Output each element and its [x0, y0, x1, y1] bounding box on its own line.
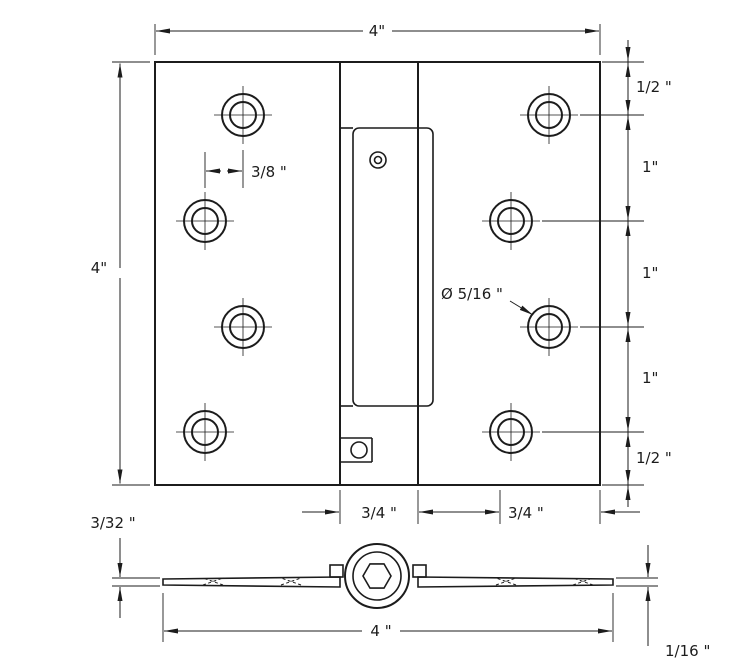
dim-label-top-width: 4" — [369, 22, 385, 40]
dim-right-chain: 1/2 " 1" 1" 1" 1/2 " — [542, 40, 672, 507]
dim-label-bottom-left: 3/4 " — [361, 504, 397, 522]
barrel-inner — [352, 551, 402, 601]
dim-label-spacing-1: 1" — [642, 158, 658, 176]
hinge-plan-view — [154, 61, 601, 486]
dim-tip-thickness: 1/16 " — [616, 545, 710, 660]
screw-hole — [176, 192, 234, 250]
dim-label-spacing-3: 1" — [642, 369, 658, 387]
tension-pin-hole — [369, 151, 387, 169]
screw-hole — [520, 86, 578, 144]
right-leaf-edge — [417, 576, 614, 588]
dim-label-hole-diameter: Ø 5/16 " — [441, 285, 503, 303]
dim-label-side-width: 4 " — [370, 622, 391, 640]
label-hole-diameter: Ø 5/16 " — [441, 285, 534, 316]
hinge-outline — [154, 61, 601, 486]
dim-label-hole-offset: 3/8 " — [251, 163, 287, 181]
dim-label-spacing-0: 1/2 " — [636, 78, 672, 96]
screw-hole — [214, 86, 272, 144]
dim-label-spacing-4: 1/2 " — [636, 449, 672, 467]
dim-label-left-height: 4" — [91, 259, 107, 277]
screw-hole — [482, 192, 540, 250]
dim-label-bottom-right: 3/4 " — [508, 504, 544, 522]
spring-channel — [340, 127, 434, 463]
dim-top-width: 4" — [154, 22, 601, 55]
dim-left-height: 4" — [91, 61, 150, 486]
screw-hole — [482, 403, 540, 461]
hinge-edge-view — [162, 543, 614, 609]
dim-label-leaf-thickness: 3/32 " — [90, 514, 135, 532]
dim-leaf-thickness: 3/32 " — [90, 514, 160, 618]
dim-side-width: 4 " — [162, 593, 614, 642]
latch-pin — [350, 441, 368, 459]
screw-hole — [214, 298, 272, 356]
dim-bottom-barrel: 3/4 " 3/4 " — [302, 490, 640, 524]
right-collar-step — [412, 564, 427, 578]
barrel-outer — [344, 543, 410, 609]
dim-hole-offset: 3/8 " — [204, 150, 287, 188]
screw-hole — [520, 298, 578, 356]
dim-label-spacing-2: 1" — [642, 264, 658, 282]
hex-socket — [362, 563, 392, 589]
left-leaf-edge — [162, 576, 341, 588]
screw-hole — [176, 403, 234, 461]
dim-label-tip-thickness: 1/16 " — [665, 642, 710, 660]
left-collar-step — [329, 564, 344, 578]
